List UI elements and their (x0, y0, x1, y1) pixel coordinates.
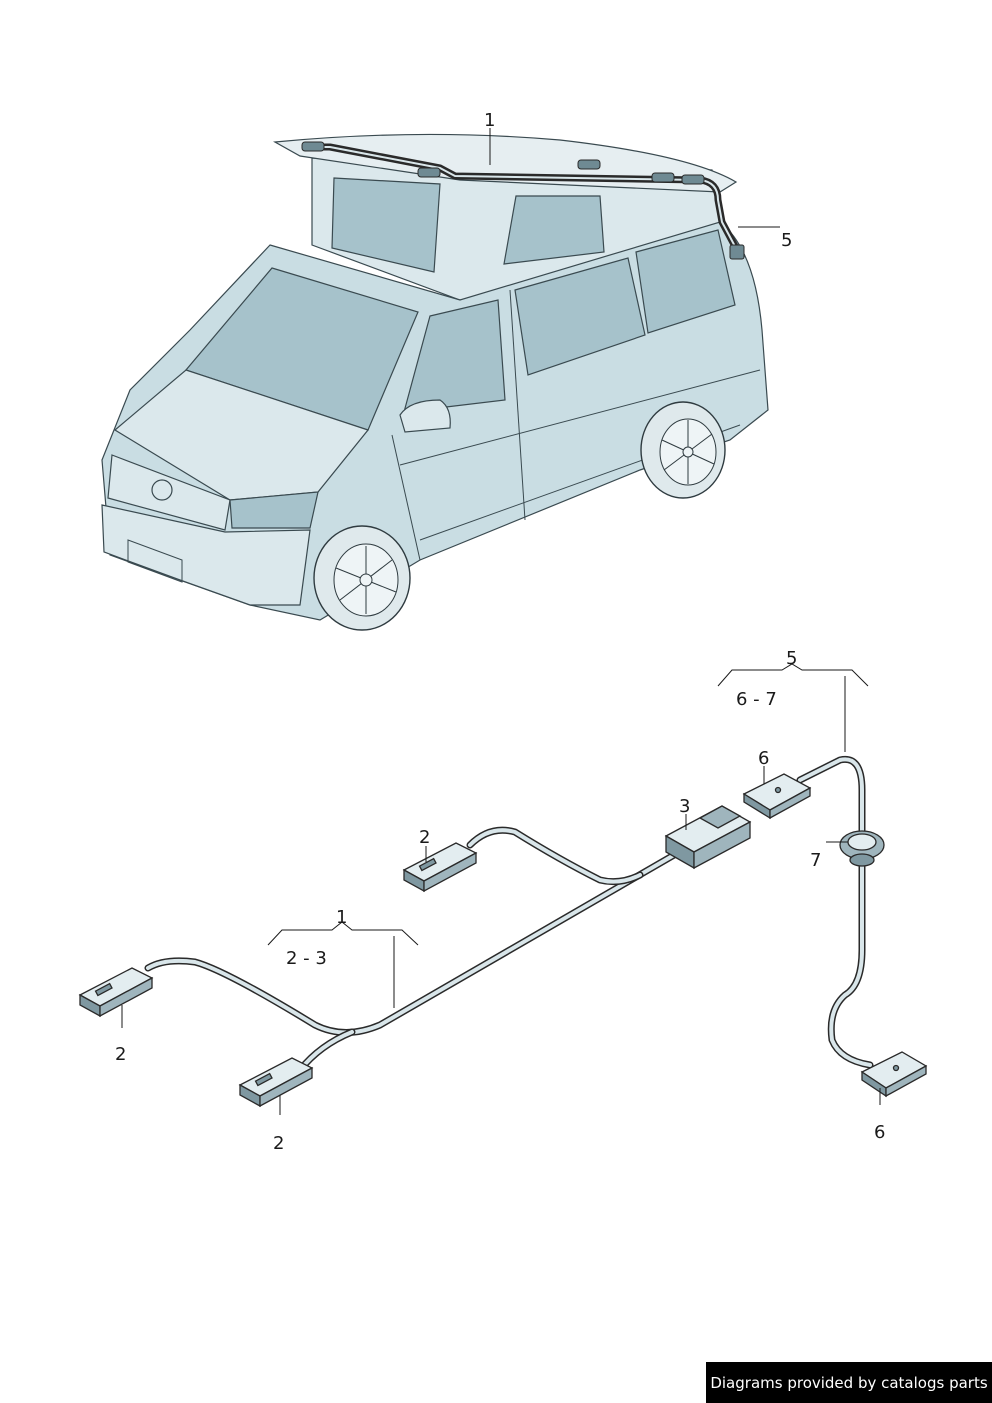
front-side-window (403, 299, 506, 413)
headlight (229, 491, 319, 529)
roof-lamp-4 (651, 172, 675, 183)
front-wheel (313, 525, 411, 631)
rear-wheel (640, 401, 726, 499)
footer-credit-text: Diagrams provided by catalogs parts (710, 1373, 988, 1392)
callout-part-6-lower: 6 (874, 1122, 885, 1143)
grommet-7 (839, 830, 885, 867)
harness-rear (796, 755, 874, 1069)
footer-credit-badge: Diagrams provided by catalogs parts (706, 1362, 992, 1403)
connector-6-upper (742, 773, 812, 820)
callout-part-2-left: 2 (115, 1044, 126, 1065)
callout-part-3: 3 (679, 796, 690, 817)
tent-window-left (331, 177, 441, 273)
roof-connector-rear (729, 244, 745, 260)
roof-lamp-3 (577, 159, 601, 170)
callout-part-2-lower: 2 (273, 1133, 284, 1154)
callout-group-5: 5 (786, 648, 797, 669)
tent-window-right (503, 195, 605, 265)
connector-2-upper (402, 842, 478, 893)
callout-part-2-upper: 2 (419, 827, 430, 848)
brand-emblem (151, 479, 173, 501)
callout-rear-connector: 5 (781, 230, 792, 251)
roof-lamp-5 (681, 174, 705, 185)
bracket-group-5 (717, 663, 869, 687)
control-unit-3 (664, 805, 752, 870)
connector-2-left (78, 967, 154, 1018)
callout-group-5-range: 6 - 7 (736, 689, 777, 710)
connector-6-lower (860, 1051, 928, 1098)
side-mirror (399, 399, 451, 433)
roof-lamp-2 (417, 167, 441, 178)
roof-harness-wire-core (311, 146, 739, 253)
van-illustration (101, 133, 769, 631)
callout-part-7: 7 (810, 850, 821, 871)
hood (113, 369, 370, 501)
bracket-group-1 (267, 921, 419, 946)
rear-side-window (635, 229, 736, 334)
roof-lamp-1 (301, 141, 325, 152)
body-crease (399, 369, 761, 466)
door-line-middle (509, 289, 526, 521)
sliding-window (514, 257, 646, 376)
front-bumper (101, 504, 311, 606)
callout-part-6-upper: 6 (758, 748, 769, 769)
door-line-front (391, 434, 421, 561)
callout-group-1-range: 2 - 3 (286, 948, 327, 969)
licence-plate (127, 539, 183, 583)
callout-roof-harness: 1 (484, 110, 495, 131)
connector-2-lower (238, 1057, 314, 1108)
callout-group-1: 1 (336, 907, 347, 928)
